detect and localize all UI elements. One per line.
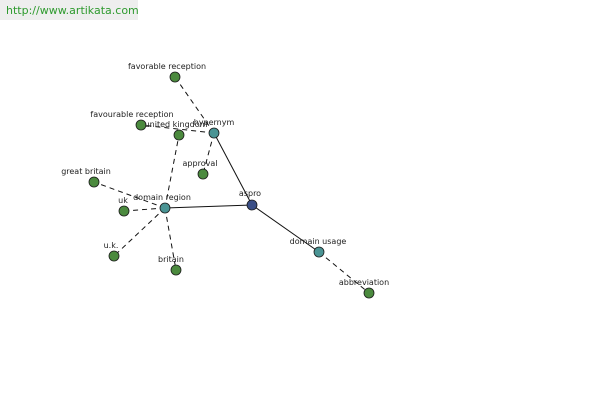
node-hypernym[interactable]: [208, 127, 220, 139]
node-label-aspro[interactable]: aspro: [239, 189, 261, 198]
node-label-united-kingdom[interactable]: united kingdom: [145, 120, 208, 129]
node-label-favourable-reception[interactable]: favourable reception: [90, 110, 173, 119]
node-label-great-britain[interactable]: great britain: [61, 167, 111, 176]
nodes-layer: [88, 71, 375, 299]
node-favorable-reception[interactable]: [169, 71, 181, 83]
node-label-domain-usage[interactable]: domain usage: [290, 237, 347, 246]
node-label-domain-region[interactable]: domain region: [133, 193, 191, 202]
edge-hypernym-favorable-reception: [174, 76, 215, 134]
node-label-u-k[interactable]: u.k.: [104, 241, 119, 250]
node-britain[interactable]: [170, 264, 182, 276]
node-label-uk[interactable]: uk: [118, 196, 128, 205]
node-uk[interactable]: [118, 205, 130, 217]
edge-aspro-domain-usage: [251, 204, 320, 253]
edge-aspro-hypernym: [213, 132, 253, 206]
edge-aspro-domain-region: [164, 204, 253, 209]
node-favourable-reception[interactable]: [135, 119, 147, 131]
labels-layer: aspro hypernym domain region domain usage fa…: [61, 62, 389, 287]
edge-domain-region-united-kingdom: [164, 134, 180, 209]
edges-layer: [93, 76, 370, 294]
edge-domain-region-britain: [164, 207, 177, 271]
node-abbreviation[interactable]: [363, 287, 375, 299]
node-label-hypernym[interactable]: hypernym: [194, 118, 235, 127]
node-great-britain[interactable]: [88, 176, 100, 188]
node-label-britain[interactable]: britain: [158, 255, 184, 264]
node-aspro[interactable]: [246, 199, 258, 211]
node-domain-usage[interactable]: [313, 246, 325, 258]
node-label-favorable-reception[interactable]: favorable reception: [128, 62, 206, 71]
node-approval[interactable]: [197, 168, 209, 180]
edge-domain-usage-abbreviation: [318, 251, 370, 294]
node-united-kingdom[interactable]: [173, 129, 185, 141]
edge-domain-region-great-britain: [93, 181, 166, 209]
edge-domain-region-u-k: [113, 207, 166, 257]
edge-hypernym-approval: [202, 132, 215, 175]
node-domain-region[interactable]: [159, 202, 171, 214]
url-bar: http://www.artikata.com: [0, 0, 139, 20]
edge-domain-region-uk: [123, 207, 166, 212]
node-label-approval[interactable]: approval: [183, 159, 218, 168]
node-label-abbreviation[interactable]: abbreviation: [339, 278, 389, 287]
source-url[interactable]: http://www.artikata.com: [6, 4, 139, 17]
edge-hypernym-favourable-reception: [140, 124, 215, 134]
node-u-k[interactable]: [108, 250, 120, 262]
